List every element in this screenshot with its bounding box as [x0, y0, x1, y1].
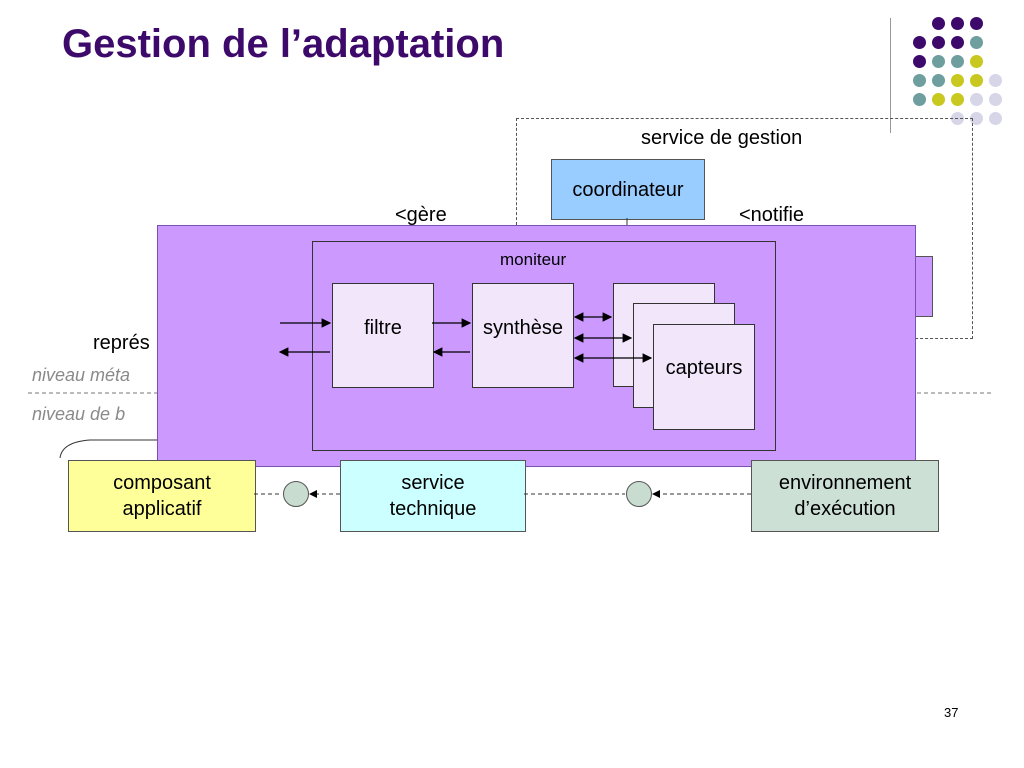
- environnement-line2: d’exécution: [794, 498, 896, 520]
- representation-label: représ: [93, 332, 150, 354]
- interface-circle-right: [626, 481, 652, 507]
- filtre-box: filtre: [332, 283, 434, 388]
- service-line1: service: [401, 472, 465, 494]
- service-line2: technique: [389, 498, 477, 520]
- slide-title: Gestion de l’adaptation: [62, 22, 505, 66]
- decorative-dot: [932, 74, 945, 87]
- decorative-dot: [951, 55, 964, 68]
- decorative-dot: [970, 17, 983, 30]
- decorative-dot: [913, 36, 926, 49]
- interface-circle-left: [283, 481, 309, 507]
- capteurs-box: capteurs: [653, 324, 755, 430]
- synthese-label: synthèse: [482, 317, 564, 339]
- decorative-dot: [932, 17, 945, 30]
- moniteur-label: moniteur: [500, 250, 567, 269]
- decorative-dot: [970, 74, 983, 87]
- decorative-dot: [970, 36, 983, 49]
- coordinateur-box: coordinateur: [551, 159, 705, 220]
- filtre-label: filtre: [364, 317, 402, 339]
- decorative-dot: [970, 55, 983, 68]
- coordinateur-label: coordinateur: [572, 178, 684, 201]
- decorative-dot: [951, 36, 964, 49]
- niveau-base-label: niveau de b: [32, 404, 126, 424]
- decorative-dot: [951, 74, 964, 87]
- composant-line1: composant: [113, 472, 211, 494]
- decorative-dot: [989, 112, 1002, 125]
- decorative-dot: [989, 93, 1002, 106]
- decorative-dot: [913, 55, 926, 68]
- notifie-label: <notifie: [739, 204, 805, 226]
- decorative-dot: [913, 93, 926, 106]
- environnement-execution-box: environnement d’exécution: [751, 460, 939, 532]
- capteurs-label: capteurs: [665, 357, 743, 379]
- decorative-dot: [970, 112, 983, 125]
- composant-line2: applicatif: [122, 498, 202, 520]
- niveau-meta-label: niveau méta: [32, 365, 131, 385]
- decorative-dot: [951, 93, 964, 106]
- decorative-dot: [932, 93, 945, 106]
- decorative-dot: [970, 93, 983, 106]
- service-gestion-label: service de gestion: [641, 127, 803, 149]
- decorative-dot: [932, 36, 945, 49]
- environnement-line1: environnement: [778, 472, 912, 494]
- gere-label: <gère: [395, 204, 447, 226]
- decorative-dot: [932, 55, 945, 68]
- moniteur-frame: [312, 241, 776, 451]
- decorative-divider: [890, 18, 891, 133]
- service-technique-box: service technique: [340, 460, 526, 532]
- decorative-dot: [989, 74, 1002, 87]
- page-number: 37: [944, 705, 959, 720]
- synthese-box: synthèse: [472, 283, 574, 388]
- decorative-dot: [913, 74, 926, 87]
- composant-applicatif-box: composant applicatif: [68, 460, 256, 532]
- decorative-dot: [951, 17, 964, 30]
